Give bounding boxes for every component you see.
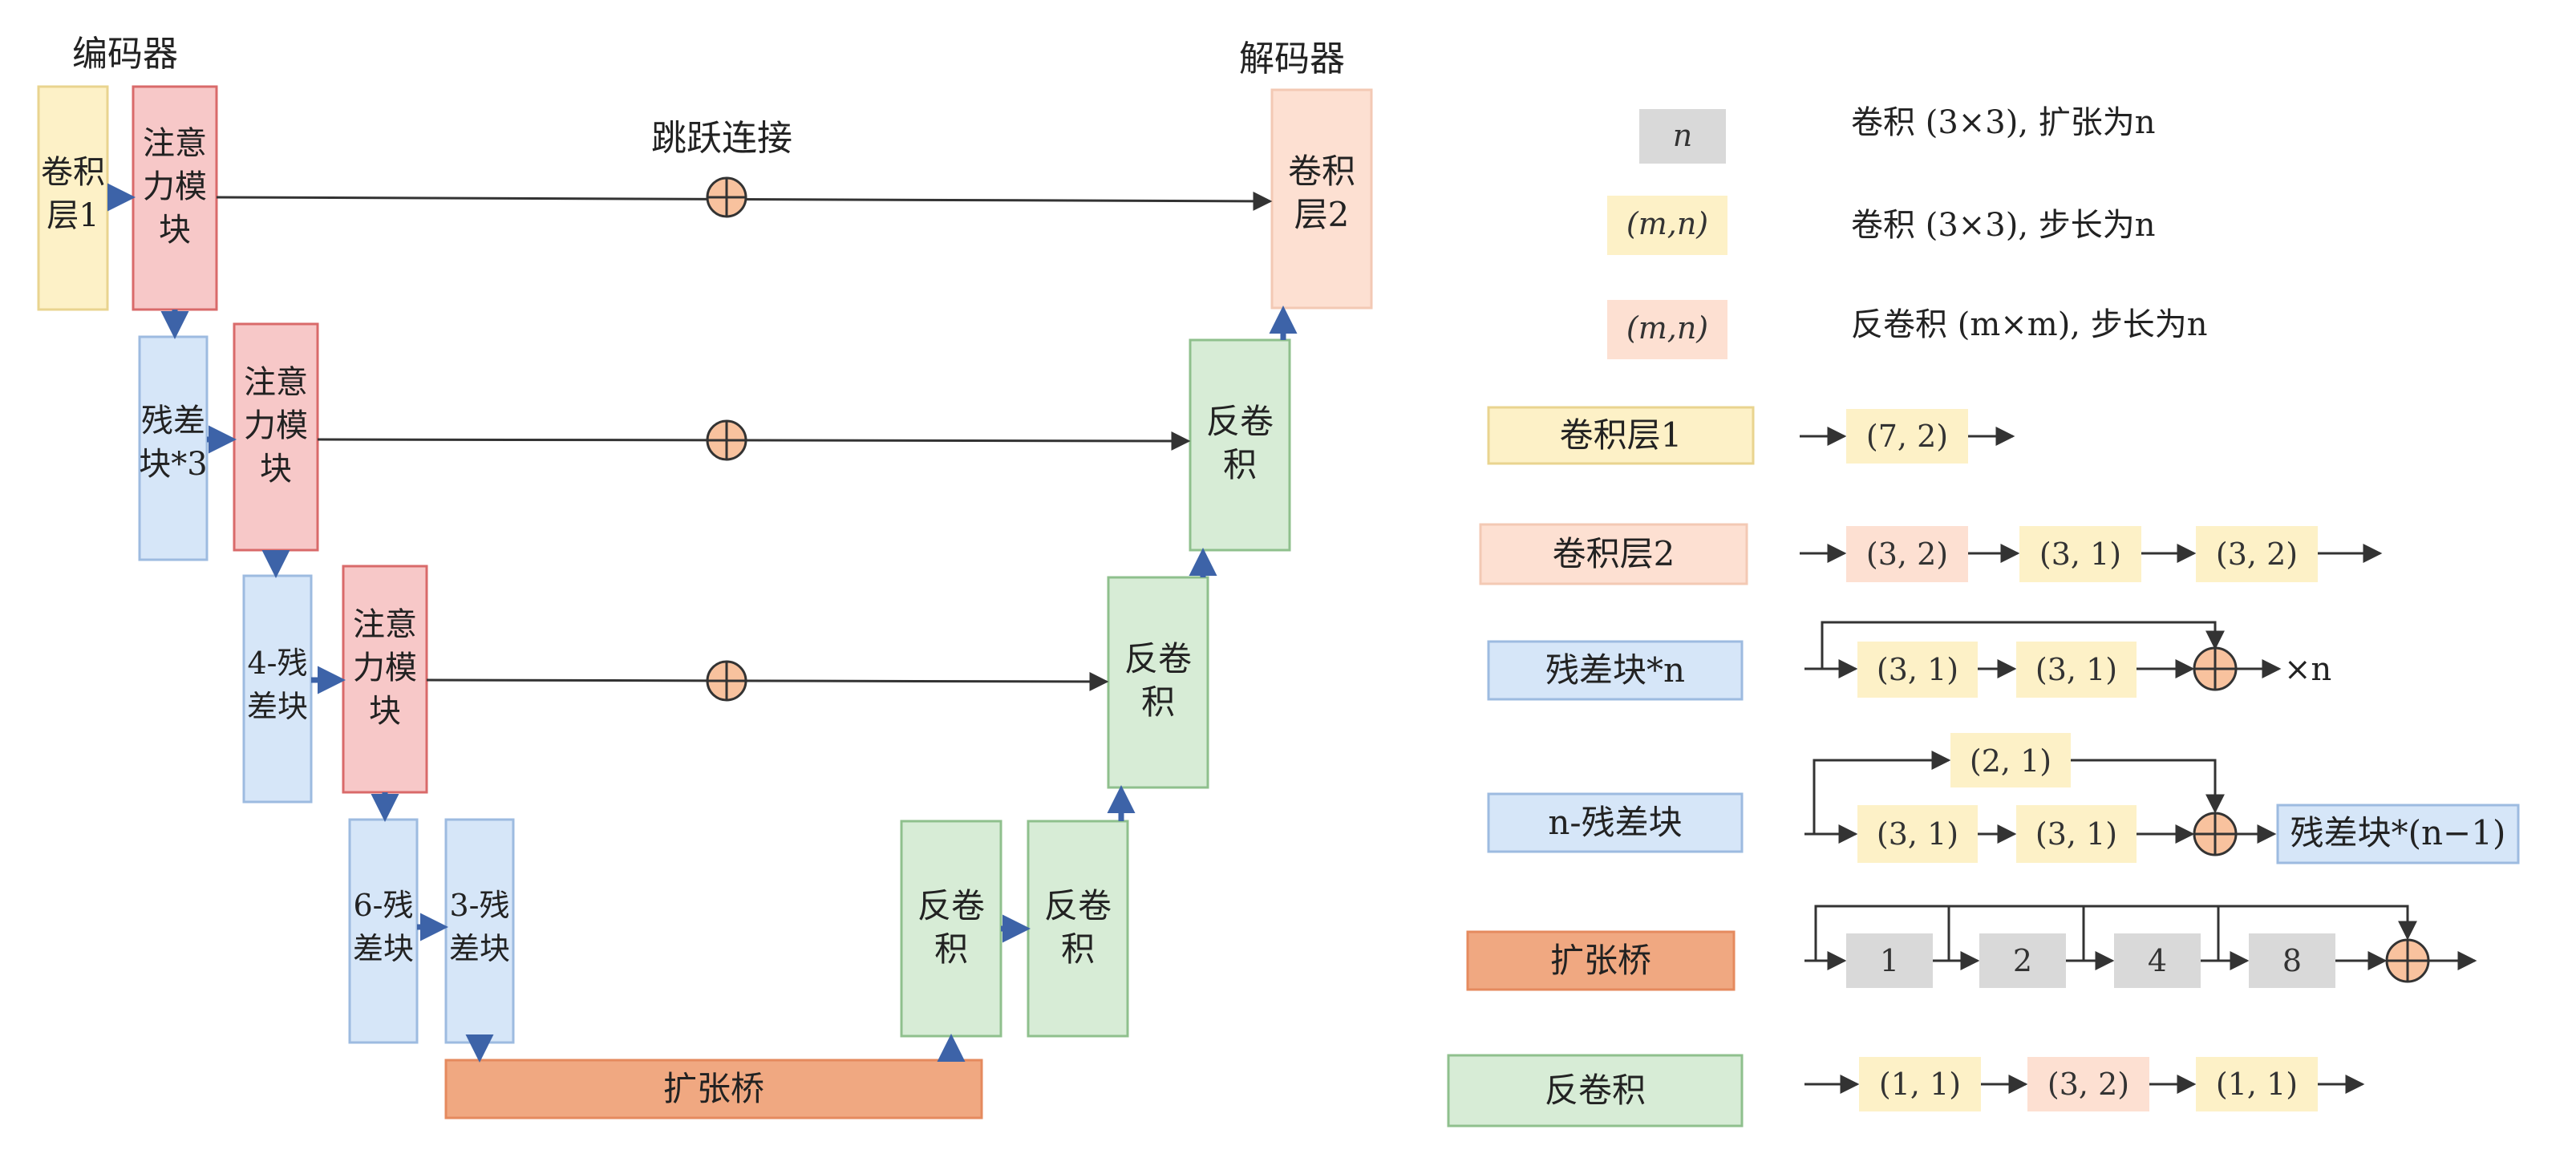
dilation-label: 扩张桥 bbox=[663, 1069, 764, 1108]
legend-strided-conv: (m,n) 卷积 (3×3), 步长为n bbox=[1607, 196, 2156, 255]
legend-row-conv1: 卷积层1 (7, 2) bbox=[1487, 406, 2015, 465]
decoder-label: 解码器 bbox=[1239, 38, 1345, 79]
res6-line1: 6-残 bbox=[353, 888, 413, 923]
res4-line1: 4-残 bbox=[247, 646, 307, 681]
attn1-line2: 力模 bbox=[143, 168, 207, 205]
deconv3-line1: 反卷 bbox=[1124, 639, 1192, 678]
residual-4-block: 4-残 差块 bbox=[242, 574, 313, 804]
legend-dilated-chip: n bbox=[1673, 118, 1692, 153]
legend-conv2-chip-1: (3, 2) bbox=[1866, 536, 1948, 572]
legend-conv2-chip-2: (3, 1) bbox=[2039, 536, 2121, 572]
legend-nres-chip-2: (3, 1) bbox=[2035, 816, 2117, 852]
legend-conv2-label: 卷积层2 bbox=[1553, 534, 1675, 573]
skip-sum-circle-2 bbox=[706, 419, 747, 461]
attn2-line1: 注意 bbox=[244, 364, 308, 401]
encoder-label: 编码器 bbox=[72, 34, 178, 75]
res4-line2: 差块 bbox=[247, 689, 308, 724]
attn2-line2: 力模 bbox=[244, 407, 308, 444]
legend-dilated-text: 卷积 (3×3), 扩张为n bbox=[1851, 104, 2156, 141]
legend-dilation-chip-2: 2 bbox=[2013, 943, 2032, 978]
legend-dilation-chip-3: 4 bbox=[2148, 943, 2167, 978]
deconv-block-4: 反卷 积 bbox=[1189, 338, 1291, 552]
legend-deconv-label: 反卷积 bbox=[1545, 1071, 1646, 1110]
deconv2-line2: 积 bbox=[1061, 929, 1095, 969]
residual-6-block: 6-残 差块 bbox=[348, 818, 419, 1044]
dilation-bridge-block: 扩张桥 bbox=[444, 1059, 983, 1119]
legend-conv2-chip-3: (3, 2) bbox=[2216, 536, 2298, 572]
legend-resn-label: 残差块*n bbox=[1545, 650, 1685, 690]
attn1-line3: 块 bbox=[159, 212, 191, 249]
conv2-line1: 卷积 bbox=[1288, 152, 1355, 191]
conv1-line2: 层1 bbox=[47, 197, 99, 234]
res3-line2: 块*3 bbox=[139, 446, 207, 483]
attn2-line3: 块 bbox=[260, 451, 292, 488]
deconv4-line1: 反卷 bbox=[1206, 402, 1274, 441]
legend-row-n-residual: n-残差块 (2, 1) (3, 1) (3, 1) 残差块*(n−1) bbox=[1487, 733, 2520, 864]
flow-arrows bbox=[107, 183, 1298, 1063]
legend-row-dilation: 扩张桥 1 2 4 8 bbox=[1466, 905, 2477, 991]
legend-dilation-chip-1: 1 bbox=[1880, 943, 1899, 978]
conv-layer-1-block: 卷积 层1 bbox=[37, 85, 109, 311]
deconv1-line1: 反卷 bbox=[917, 886, 985, 925]
residual-3-block: 3-残 差块 bbox=[444, 818, 515, 1044]
legend-nres-chip-1: (3, 1) bbox=[1877, 816, 1958, 852]
attn1-line1: 注意 bbox=[143, 125, 207, 162]
legend-deconv-chip: (m,n) bbox=[1626, 310, 1708, 346]
attn3-line2: 力模 bbox=[353, 650, 417, 686]
attn3-line1: 注意 bbox=[353, 606, 417, 643]
legend-strided-chip: (m,n) bbox=[1626, 206, 1708, 241]
deconv-block-3: 反卷 积 bbox=[1107, 576, 1209, 789]
legend-resn-chip-2: (3, 1) bbox=[2035, 652, 2117, 687]
attn3-line3: 块 bbox=[369, 693, 401, 730]
attention-block-1: 注意 力模 块 bbox=[132, 85, 218, 311]
deconv2-line1: 反卷 bbox=[1044, 886, 1112, 925]
legend-strided-text: 卷积 (3×3), 步长为n bbox=[1851, 207, 2156, 244]
legend-deconv: (m,n) 反卷积 (m×m), 步长为n bbox=[1607, 300, 2208, 359]
res3b-line2: 差块 bbox=[449, 931, 510, 966]
legend-nres-top-chip: (2, 1) bbox=[1970, 743, 2051, 779]
legend-deconv-text: 反卷积 (m×m), 步长为n bbox=[1851, 306, 2208, 343]
legend-deconv-chip-3: (1, 1) bbox=[2216, 1067, 2298, 1102]
legend-conv1-label: 卷积层1 bbox=[1560, 415, 1683, 455]
legend-resn-suffix: ×n bbox=[2284, 651, 2331, 688]
res3b-line1: 3-残 bbox=[449, 888, 509, 923]
deconv3-line2: 积 bbox=[1141, 682, 1175, 722]
conv-layer-2-block: 卷积 层2 bbox=[1270, 88, 1373, 310]
deconv-block-1: 反卷 积 bbox=[900, 820, 1002, 1038]
legend-dilation-chip-4: 8 bbox=[2282, 943, 2302, 978]
skip-sum-circle-3 bbox=[706, 660, 747, 702]
legend-conv1-chip-1: (7, 2) bbox=[1866, 419, 1948, 454]
attention-block-2: 注意 力模 块 bbox=[233, 322, 319, 552]
legend-row-conv2: 卷积层2 (3, 2) (3, 1) (3, 2) bbox=[1479, 523, 2383, 585]
legend-resn-chip-1: (3, 1) bbox=[1877, 652, 1958, 687]
conv1-line1: 卷积 bbox=[41, 154, 105, 191]
legend-nres-out: 残差块*(n−1) bbox=[2290, 813, 2506, 852]
legend-deconv-chip-1: (1, 1) bbox=[1879, 1067, 1961, 1102]
legend-row-deconv: 反卷积 (1, 1) (3, 2) (1, 1) bbox=[1447, 1054, 2365, 1128]
res6-line2: 差块 bbox=[353, 931, 414, 966]
legend-dilated-conv: n 卷积 (3×3), 扩张为n bbox=[1639, 104, 2156, 164]
legend-nres-label: n-残差块 bbox=[1548, 803, 1682, 842]
legend-dilation-label: 扩张桥 bbox=[1550, 941, 1651, 980]
legend-row-residual-n: 残差块*n (3, 1) (3, 1) ×n bbox=[1487, 621, 2331, 701]
res3-line1: 残差 bbox=[141, 403, 205, 439]
deconv1-line2: 积 bbox=[934, 929, 968, 969]
skip-sum-circle-1 bbox=[706, 176, 747, 218]
attention-block-3: 注意 力模 块 bbox=[342, 565, 428, 794]
deconv-block-2: 反卷 积 bbox=[1027, 820, 1129, 1038]
conv2-line2: 层2 bbox=[1294, 195, 1350, 234]
deconv4-line2: 积 bbox=[1223, 445, 1257, 484]
residual-block-x3: 残差 块*3 bbox=[138, 335, 209, 561]
legend-deconv-chip-2: (3, 2) bbox=[2047, 1067, 2129, 1102]
skip-connection-label: 跳跃连接 bbox=[651, 118, 792, 159]
